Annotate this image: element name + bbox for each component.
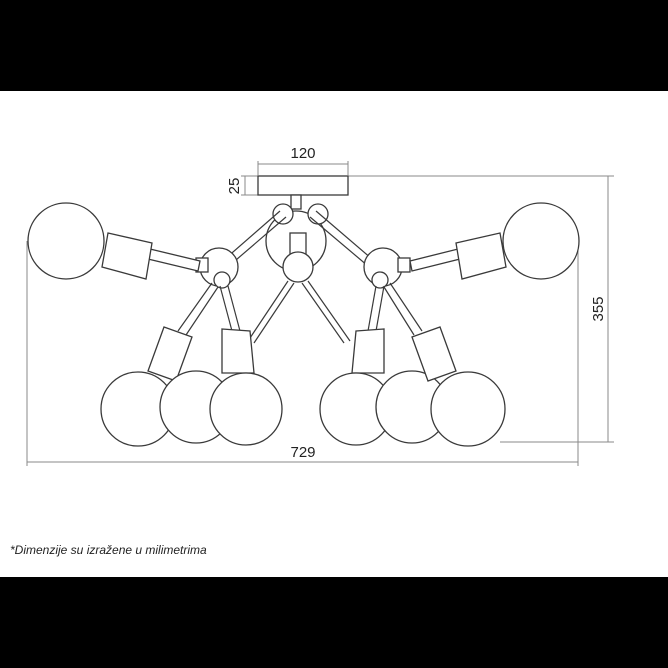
bulb-left-outer [100, 282, 219, 447]
ceiling-lamp-drawing: 120 25 355 729 [26, 145, 614, 466]
canopy [257, 175, 349, 196]
bulb-top-right [409, 202, 580, 280]
dimension-total-width: 729 [290, 444, 315, 461]
arms [224, 210, 373, 344]
bulb-top-left [27, 202, 201, 280]
bulb-left-inner [209, 285, 283, 446]
bulb-right-outer [383, 282, 506, 447]
dimension-canopy-height: 25 [226, 178, 243, 195]
bulb-right-inner [319, 285, 393, 446]
lamp [27, 175, 580, 447]
drawing-panel: 120 25 355 729 [0, 91, 668, 577]
dimension-lines [26, 161, 614, 466]
dimension-canopy-width: 120 [290, 145, 315, 162]
dimension-total-height: 355 [590, 296, 607, 321]
footnote: *Dimenzije su izražene u milimetrima [10, 543, 207, 557]
